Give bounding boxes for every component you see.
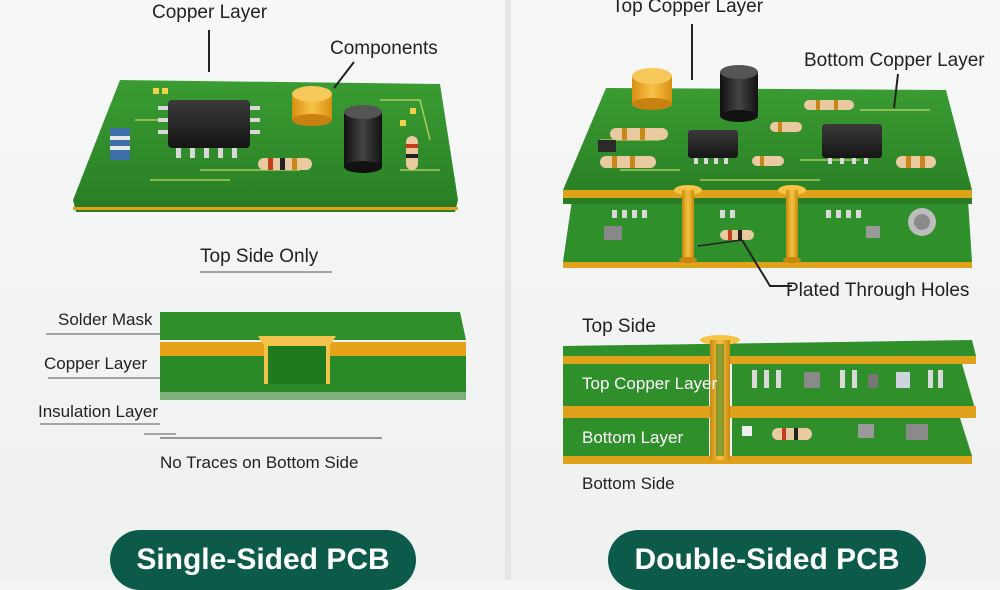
smd-component <box>110 128 130 160</box>
title-single-sided: Single-Sided PCB <box>110 530 416 590</box>
label-insulation-layer: Insulation Layer <box>38 402 159 421</box>
label-copper-layer-cross: Copper Layer <box>44 354 148 373</box>
resistor-vertical <box>406 136 418 170</box>
double-sided-board <box>563 65 972 268</box>
title-double-sided: Double-Sided PCB <box>608 530 926 590</box>
yellow-capacitor-right <box>632 68 672 110</box>
black-capacitor-right <box>720 65 758 122</box>
label-copper-layer: Copper Layer <box>152 2 268 23</box>
ic-chip-right <box>822 124 882 164</box>
ic-chip <box>158 100 260 158</box>
label-top-copper-layer-cross: Top Copper Layer <box>582 374 718 393</box>
single-sided-cross-section <box>160 312 466 400</box>
single-sided-board <box>73 80 458 212</box>
label-bottom-side: Bottom Side <box>582 474 675 493</box>
resistor <box>258 158 312 170</box>
ic-chip-left <box>688 130 738 164</box>
label-top-copper-layer: Top Copper Layer <box>612 0 764 17</box>
black-capacitor <box>344 105 382 173</box>
label-solder-mask: Solder Mask <box>58 310 153 329</box>
label-components: Components <box>330 38 438 59</box>
plated-through-hole-left <box>674 185 702 263</box>
double-sided-cross-section <box>563 335 976 464</box>
label-no-traces: No Traces on Bottom Side <box>160 453 359 472</box>
label-bottom-layer: Bottom Layer <box>582 428 684 447</box>
label-bottom-copper-layer: Bottom Copper Layer <box>804 50 985 71</box>
plated-through-hole-right <box>778 185 806 263</box>
panel-divider <box>505 0 511 580</box>
label-top-side-only: Top Side Only <box>200 246 319 267</box>
yellow-capacitor <box>292 86 332 126</box>
label-top-side: Top Side <box>582 316 656 337</box>
label-plated-through-holes: Plated Through Holes <box>786 280 970 301</box>
